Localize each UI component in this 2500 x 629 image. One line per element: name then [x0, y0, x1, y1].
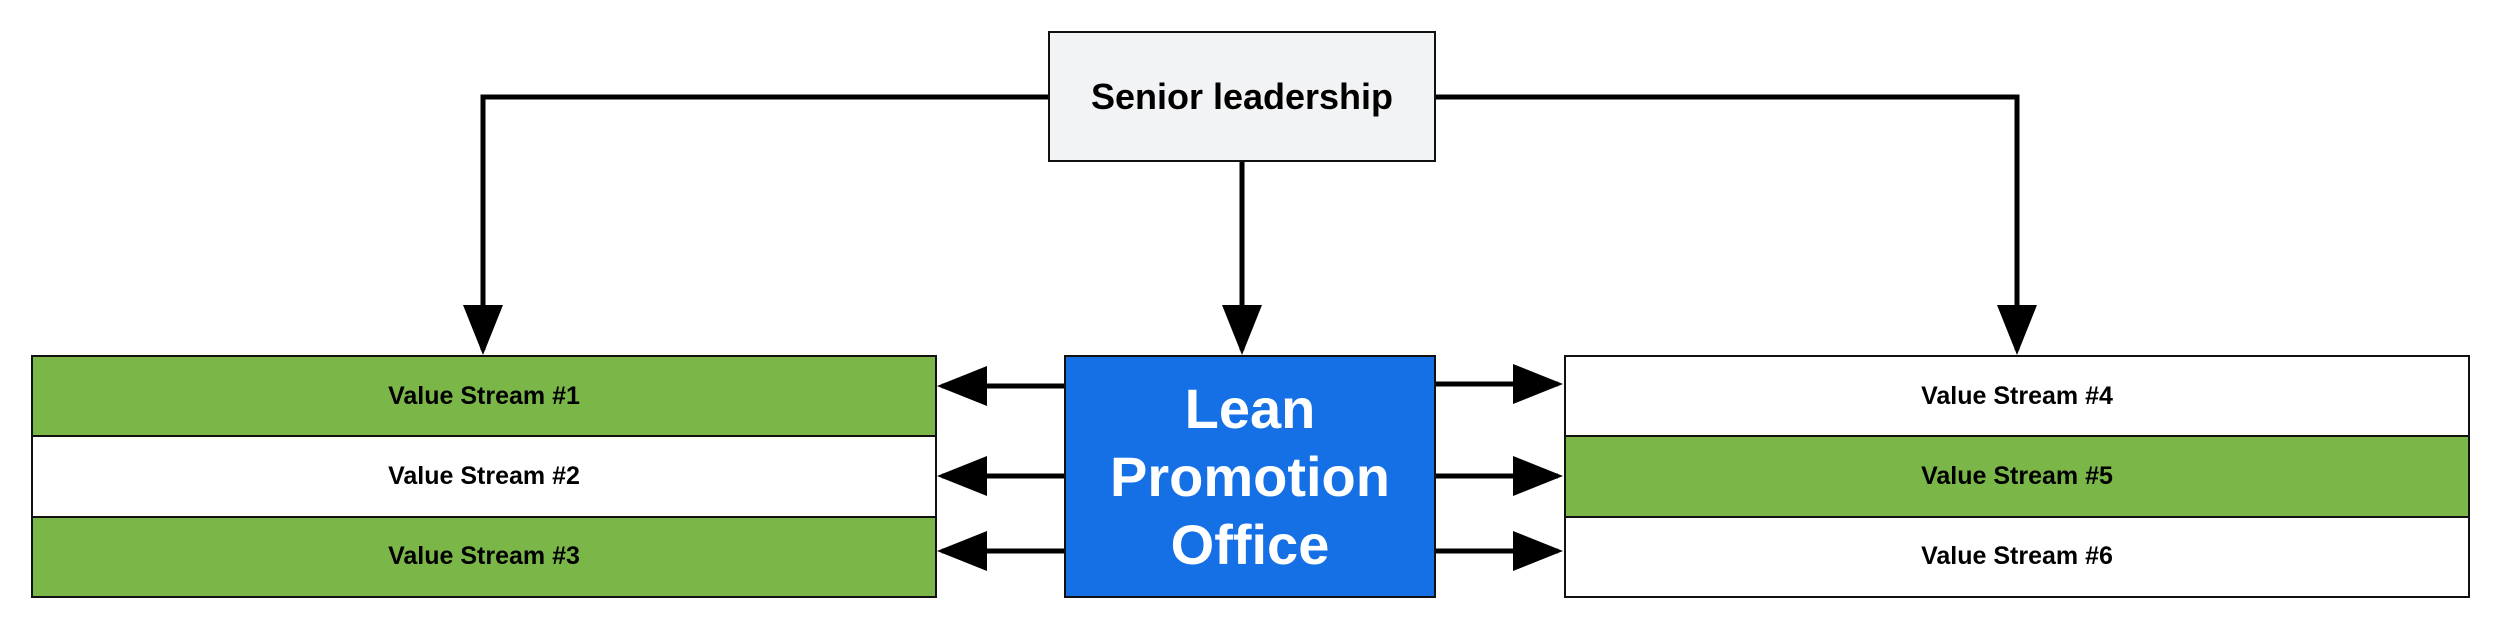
arrow-leadership-to-left-streams [463, 94, 1048, 355]
value-stream-3-label: Value Stream #3 [388, 542, 580, 571]
value-stream-4-label: Value Stream #4 [1921, 381, 2113, 410]
value-stream-6-label: Value Stream #6 [1921, 542, 2113, 571]
value-stream-1-label: Value Stream #1 [388, 381, 580, 410]
right-value-stream-group: Value Stream #4 Value Stream #5 Value St… [1564, 355, 2470, 598]
left-value-stream-group: Value Stream #1 Value Stream #2 Value St… [31, 355, 937, 598]
value-stream-1[interactable]: Value Stream #1 [33, 357, 935, 436]
value-stream-5-label: Value Stream #5 [1921, 461, 2113, 490]
lean-promotion-office-label: Lean Promotion Office [1110, 376, 1390, 576]
senior-leadership-label: Senior leadership [1090, 75, 1394, 117]
value-stream-3[interactable]: Value Stream #3 [33, 515, 935, 596]
value-stream-2[interactable]: Value Stream #2 [33, 435, 935, 516]
arrow-leadership-to-right-streams [1436, 94, 2037, 355]
lean-promotion-office-node[interactable]: Lean Promotion Office [1064, 355, 1436, 598]
senior-leadership-node[interactable]: Senior leadership [1048, 31, 1436, 162]
value-stream-5[interactable]: Value Stream #5 [1566, 435, 2468, 516]
value-stream-2-label: Value Stream #2 [388, 461, 580, 490]
value-stream-4[interactable]: Value Stream #4 [1566, 357, 2468, 436]
value-stream-6[interactable]: Value Stream #6 [1566, 515, 2468, 596]
